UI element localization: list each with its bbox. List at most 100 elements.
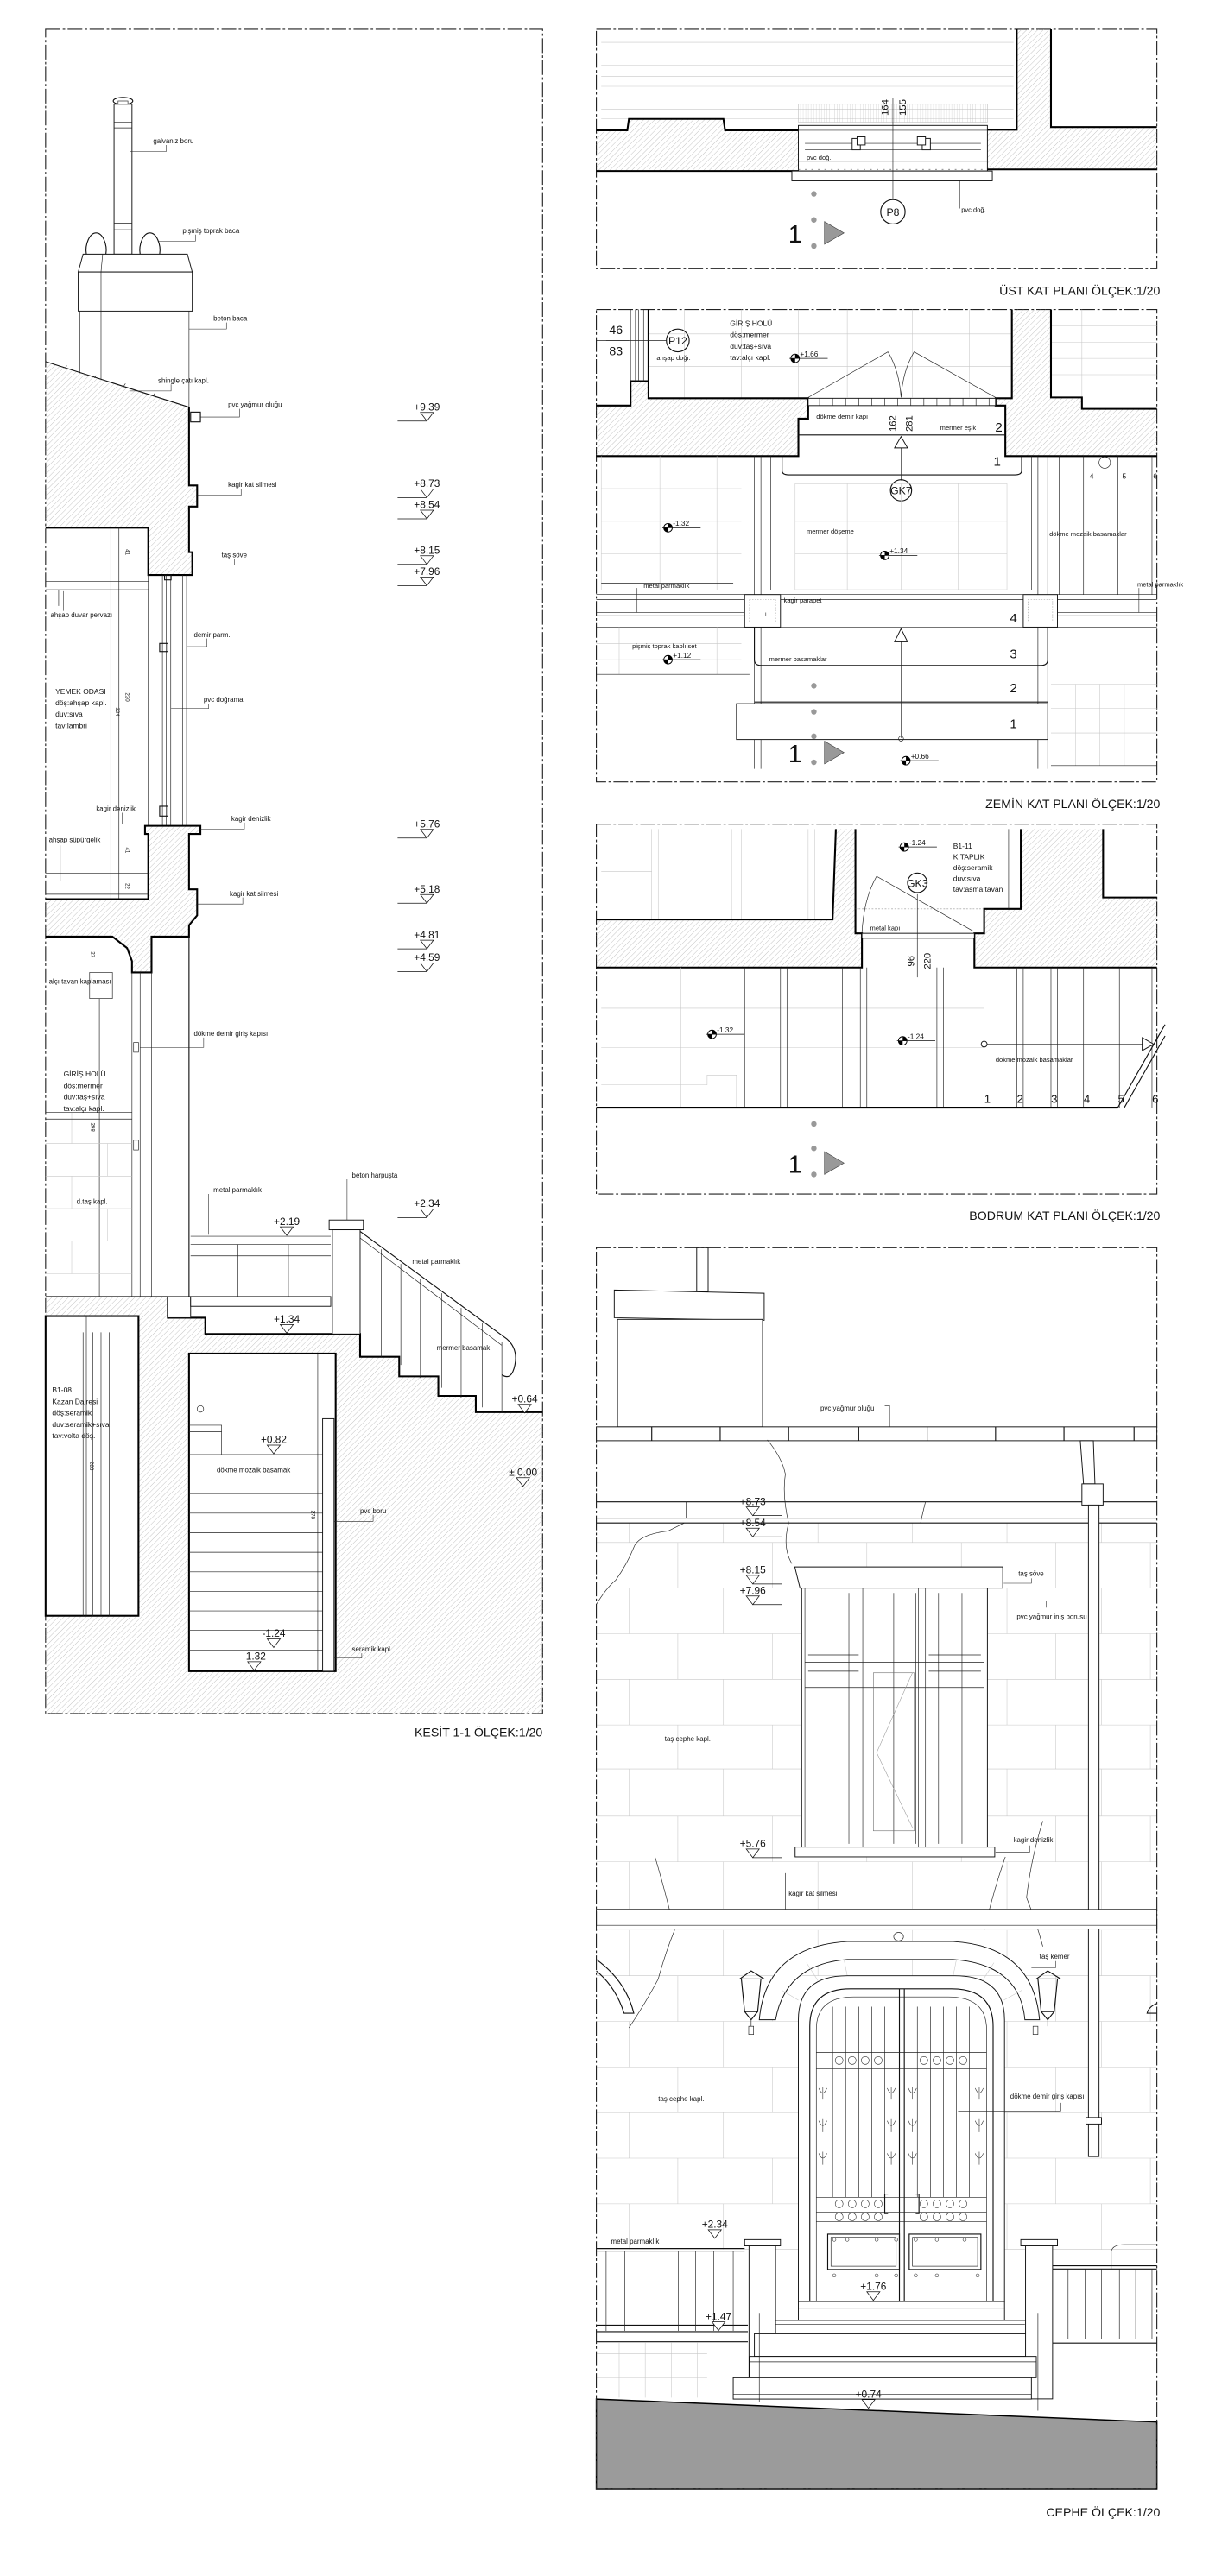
plan-level-marker: +1.66 (789, 350, 828, 363)
step-number: 1 (1010, 717, 1016, 731)
step-number: 5 (1123, 472, 1127, 481)
level-value: +1.47 (706, 2310, 731, 2322)
level-triangle-icon (745, 1848, 761, 1859)
plan-level-marker: +1.12 (661, 651, 701, 665)
section-label: metal parmaklık (213, 1186, 262, 1194)
plan-level-marker: -1.24 (896, 1032, 936, 1046)
ground-fill (595, 2398, 1158, 2490)
room-note: tav:lambri (55, 721, 87, 729)
chimney-elevation (617, 1318, 763, 1428)
basement-stairwell (187, 1352, 337, 1672)
level-marker: +2.19 (274, 1215, 300, 1236)
section-label: ahşap süpürgelik (49, 836, 101, 843)
dimension-text: 220 (123, 692, 130, 702)
section-mark-upper (811, 191, 845, 249)
step-number: 6 (1152, 1092, 1158, 1105)
level-value: +8.73 (414, 477, 440, 489)
level-triangle-icon (707, 2229, 723, 2239)
stair-railing (359, 1230, 516, 1412)
section-label: d.taş kapl. (77, 1197, 108, 1205)
level-marker: +2.34 (397, 1197, 440, 1219)
level-marker: +5.18 (397, 883, 440, 904)
level-triangle-icon (420, 1209, 434, 1219)
section-label: pvc yağmur oluğu (228, 401, 282, 409)
level-triangle-icon (420, 576, 434, 586)
plan-label: mermer basamaklar (769, 655, 827, 663)
entrance-steps (732, 2301, 1039, 2411)
level-value: +8.73 (740, 1495, 766, 1507)
dimension-text: 155 (898, 99, 908, 116)
level-value: -1.32 (673, 519, 689, 527)
level-triangle-icon (420, 963, 434, 973)
level-triangle-icon (266, 1638, 282, 1649)
dimension-text: 41 (123, 549, 130, 555)
ground-plan-frame (596, 308, 1158, 783)
parapet-band (596, 588, 1157, 628)
string-course (596, 1909, 1158, 1930)
level-triangle-icon (247, 1661, 262, 1671)
level-value: -1.24 (908, 1032, 924, 1040)
level-marker: +8.73 (740, 1495, 782, 1517)
room-note: döş:mermer (64, 1081, 103, 1089)
room-note: B1-08 (52, 1386, 72, 1394)
level-value: +0.74 (856, 2388, 882, 2400)
plan-label: mermer döşeme (807, 527, 854, 535)
dimension-text: 281 (905, 415, 915, 432)
level-marker: +0.74 (856, 2388, 882, 2409)
level-value: +2.34 (702, 2219, 728, 2231)
facade-label: kagir denizlik (1014, 1836, 1054, 1844)
section-label: kagir kat silmesi (230, 890, 278, 898)
level-marker: +7.96 (397, 565, 440, 586)
level-value: +8.15 (414, 545, 440, 557)
level-value: +1.76 (860, 2280, 886, 2292)
room-note: duv:sıva (55, 710, 83, 718)
section-label: dökme mozaik basamak (217, 1467, 290, 1474)
dimension-text: 164 (880, 99, 890, 116)
step-number: 4 (1084, 1092, 1090, 1105)
section-label: pvc boru (360, 1507, 386, 1515)
level-marker: +0.64 (512, 1393, 538, 1414)
level-triangle-icon (420, 509, 434, 520)
level-marker: +9.39 (397, 401, 440, 422)
level-triangle-icon (420, 939, 434, 950)
level-value: +5.18 (414, 883, 440, 895)
downpipe (1079, 1440, 1104, 2157)
plan-level-marker: -1.32 (661, 519, 701, 533)
level-marker: +5.76 (397, 818, 440, 839)
dimension-text: 22 (123, 883, 130, 889)
level-triangle-icon (745, 1575, 761, 1585)
room-note: duv:taş+sıva (730, 342, 771, 350)
level-triangle-icon (745, 1595, 761, 1606)
window-tag: P8 (886, 206, 899, 218)
level-triangle-icon (420, 829, 434, 839)
level-value: +2.19 (274, 1215, 300, 1228)
plan-label: metal kapı (870, 924, 901, 931)
window-section (159, 574, 187, 826)
section-label: metal parmaklık (412, 1258, 460, 1266)
section-mark-basement (811, 1121, 845, 1178)
level-value: -1.24 (909, 838, 926, 847)
room-note: KİTAPLIK (953, 852, 985, 861)
level-value: +0.66 (911, 752, 929, 761)
level-marker: +1.47 (706, 2310, 731, 2332)
drawing-title: CEPHE ÖLÇEK:1/20 (1046, 2504, 1160, 2519)
level-marker: +1.76 (860, 2280, 887, 2301)
section-label: pvc doğrama (204, 696, 244, 704)
facade-railing-right (1052, 2244, 1157, 2344)
plan-label: pvc doğ. (807, 154, 831, 161)
section-label: demir parm. (194, 631, 231, 639)
stone-cladding-section (45, 1112, 132, 1274)
level-value: -1.32 (717, 1026, 733, 1034)
level-value: +1.34 (274, 1313, 300, 1325)
level-value: -1.24 (262, 1627, 285, 1639)
room-note: GİRİŞ HOLÜ (64, 1070, 106, 1078)
dimension-text: 41 (123, 847, 130, 853)
section-label: shingle çatı kapl. (158, 376, 209, 384)
section-label: ahşap duvar pervazı (50, 611, 112, 619)
room-note: döş:seramik (953, 863, 993, 872)
step-number: 4 (1010, 611, 1016, 626)
level-value: +7.96 (414, 565, 440, 578)
facade-label: kagir kat silmesi (788, 1890, 837, 1897)
